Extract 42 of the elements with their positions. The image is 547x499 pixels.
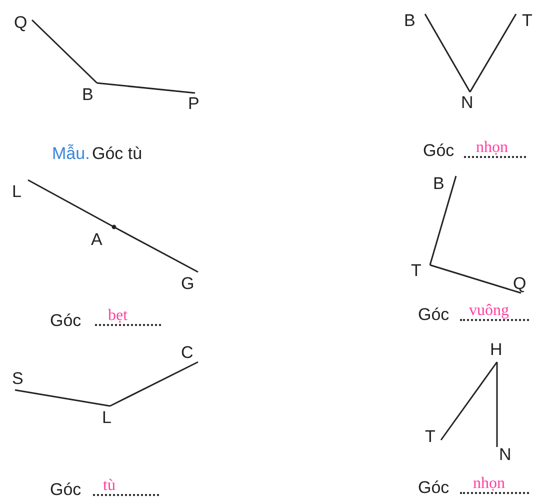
point-label: T: [411, 262, 422, 279]
handwritten-answer: nhọn: [473, 476, 505, 492]
point-label: T: [425, 428, 436, 445]
point-label: S: [12, 370, 24, 387]
point-label: P: [188, 95, 200, 112]
point-label: N: [461, 94, 474, 111]
point-label: N: [499, 446, 512, 463]
handwritten-answer: nhọn: [476, 140, 508, 156]
point-label: T: [522, 12, 532, 29]
caption-text: Góc: [418, 479, 450, 497]
line-segment: [28, 179, 114, 228]
line-segment: [430, 264, 522, 294]
handwritten-answer: tù: [103, 478, 116, 494]
point-label: Q: [513, 275, 526, 292]
point-label: A: [91, 231, 102, 248]
caption-text: Góc tù: [92, 145, 142, 163]
line-segment: [110, 361, 198, 407]
handwritten-answer: vuông: [469, 303, 509, 319]
line-segment: [429, 176, 457, 266]
line-segment: [31, 19, 98, 84]
caption-text: Góc: [423, 142, 454, 160]
caption-text: Góc: [50, 481, 82, 499]
caption-text: Góc: [418, 306, 450, 324]
line-segment: [114, 226, 198, 273]
line-segment: [14, 389, 110, 407]
line-segment: [440, 362, 498, 440]
point-label: B: [404, 12, 416, 29]
line-segment: [496, 362, 498, 447]
point-label: G: [181, 275, 194, 292]
line-segment: [424, 14, 471, 92]
caption-text: Góc: [50, 312, 82, 330]
example-label: Mẫu.: [52, 145, 90, 163]
point-label: L: [102, 409, 112, 426]
line-segment: [96, 82, 196, 94]
handwritten-answer: bẹt: [108, 308, 128, 324]
line-segment: [469, 14, 517, 92]
point-label: B: [82, 86, 94, 103]
point-label: L: [12, 183, 22, 200]
point-label: H: [490, 341, 502, 358]
point-label: B: [433, 175, 444, 192]
point-label: C: [181, 344, 194, 361]
point-label: Q: [14, 14, 28, 31]
